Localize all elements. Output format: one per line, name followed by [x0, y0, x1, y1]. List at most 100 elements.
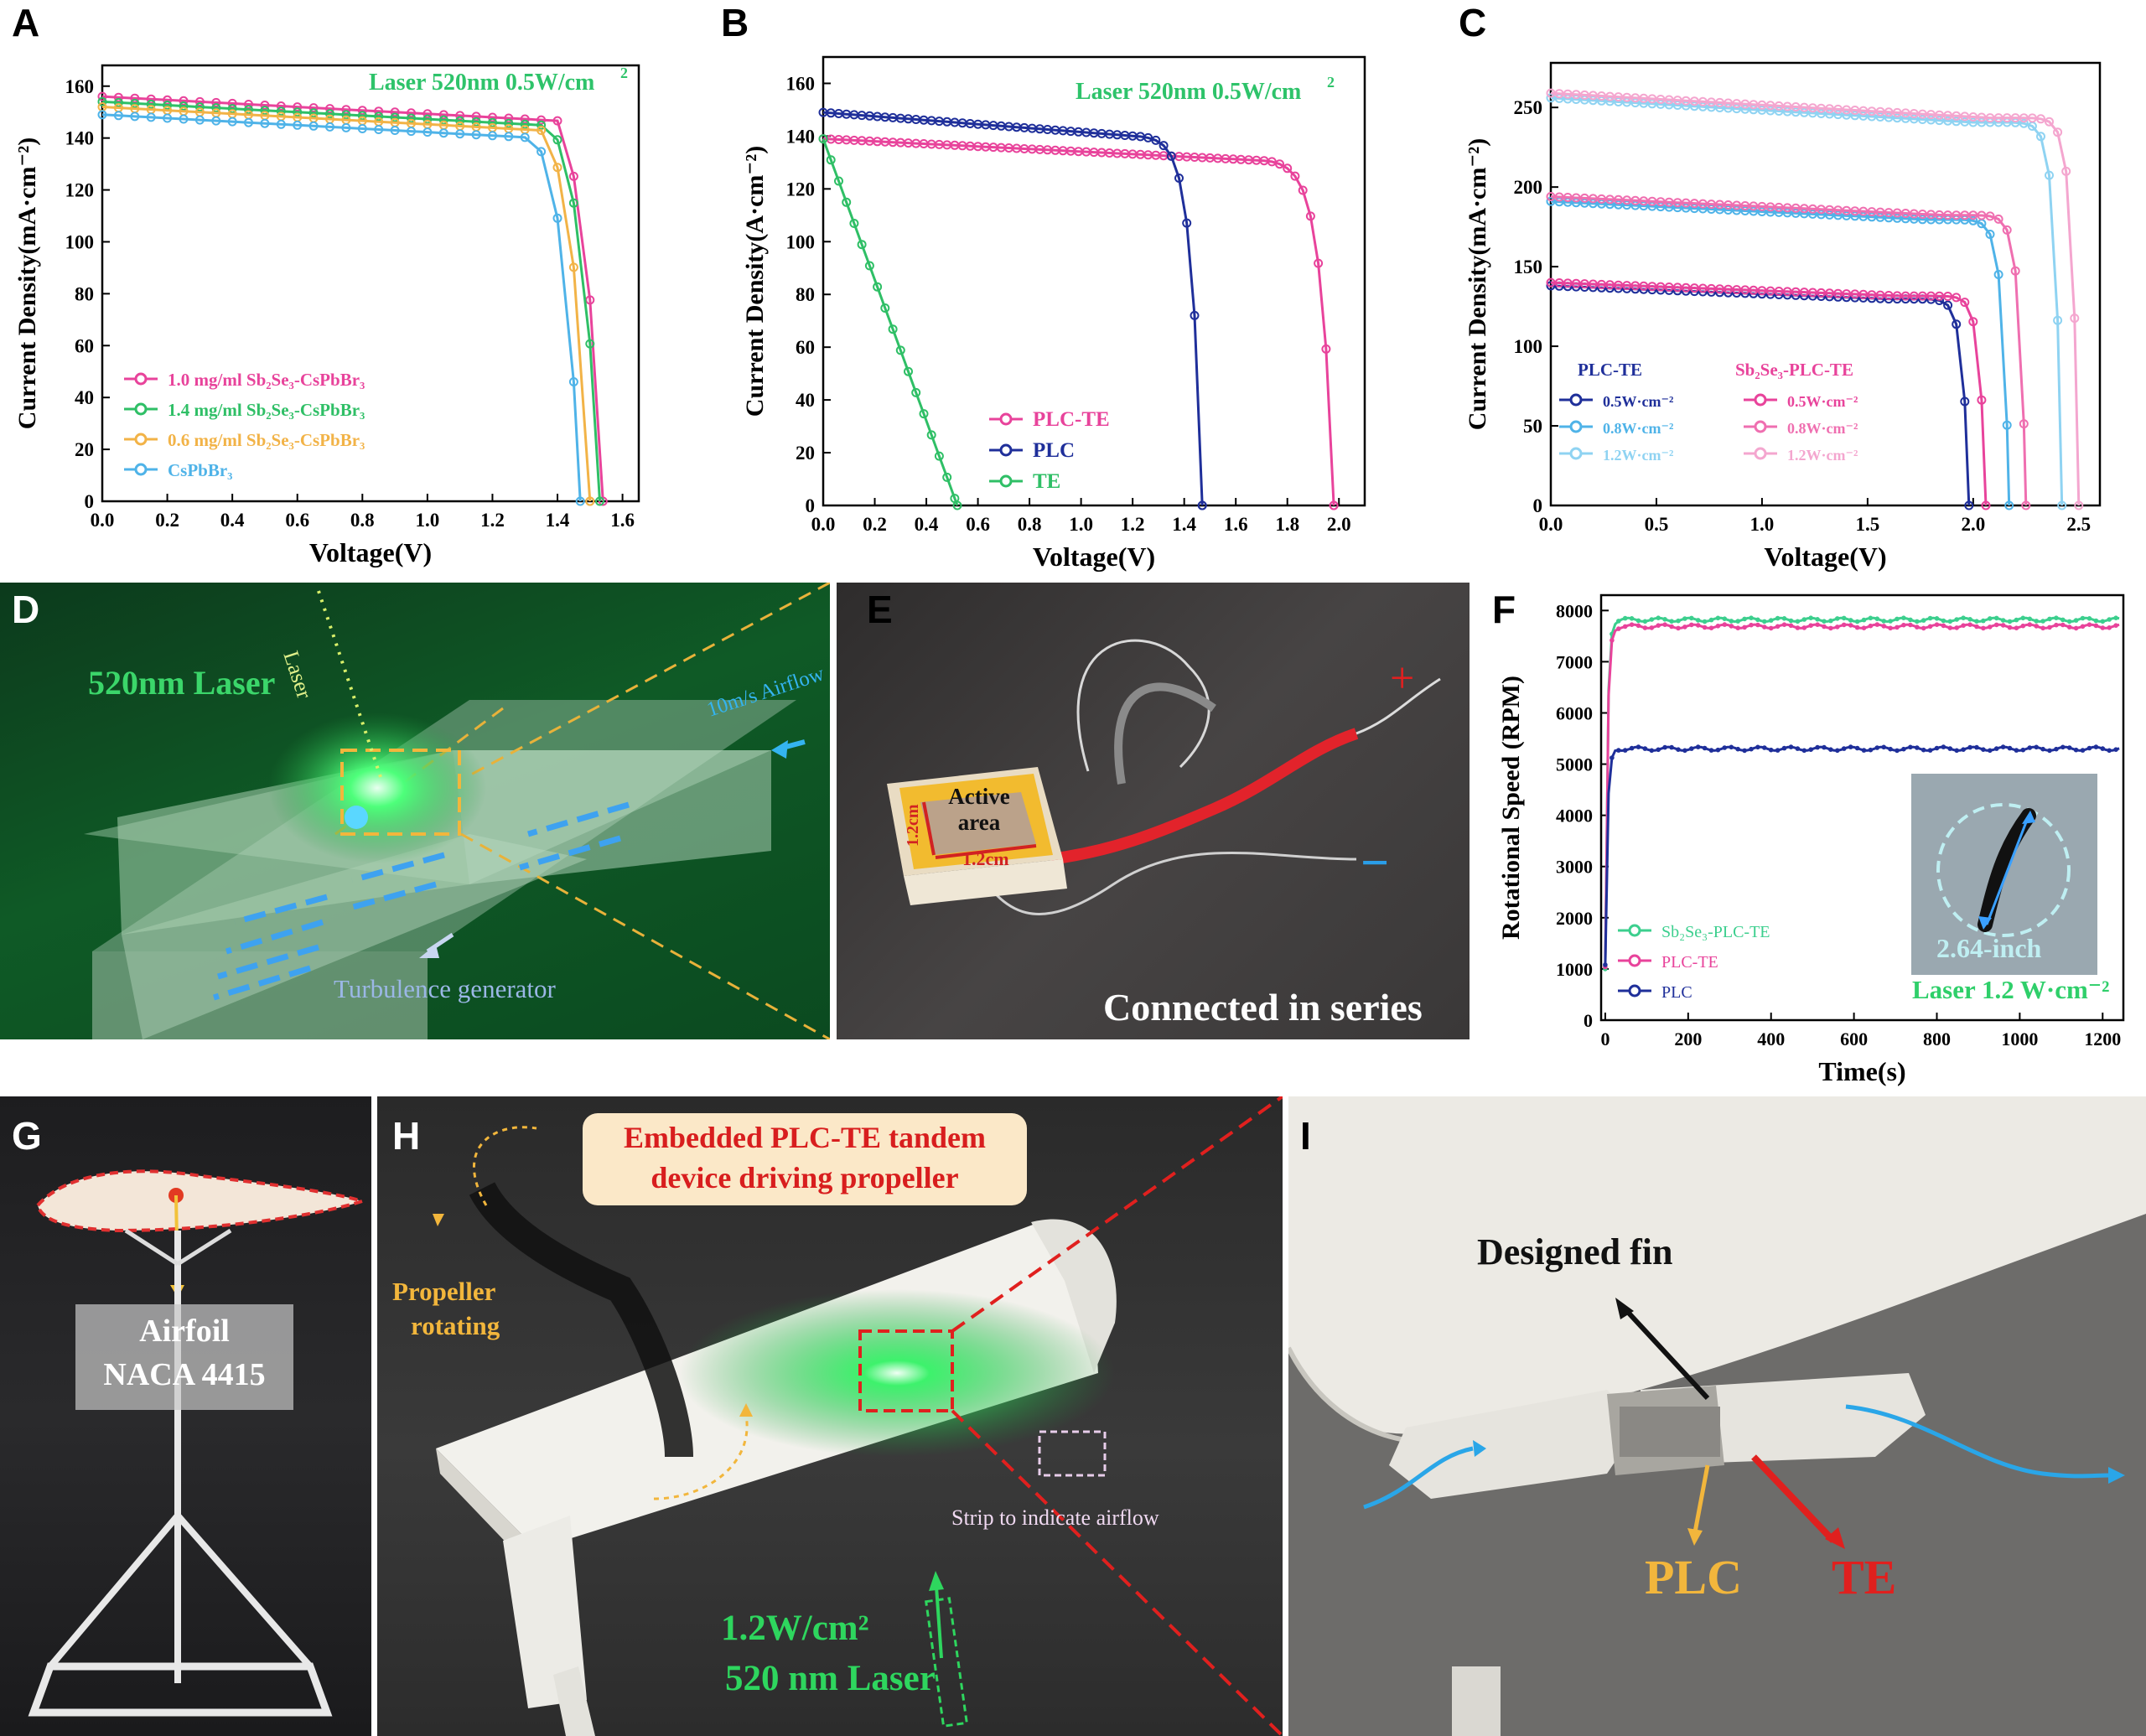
data-point [1749, 615, 1754, 620]
inset-propeller-photo: 2.64-inch [1911, 774, 2097, 975]
legend-marker [134, 372, 148, 386]
data-point [2002, 420, 2012, 430]
data-point [1788, 618, 1794, 624]
laser-intensity-line1: 1.2W/cm² [721, 1609, 869, 1648]
y-tick-label: 20 [796, 443, 815, 464]
data-point [1715, 200, 1724, 210]
active-area-label: Active area [948, 784, 1010, 835]
data-point [1740, 104, 1750, 114]
data-point [849, 219, 859, 228]
data-point [2060, 617, 2066, 623]
dimension-vertical-label: 1.2cm [904, 804, 922, 847]
data-point [1895, 616, 1900, 622]
data-point [2027, 616, 2033, 622]
data-point [1774, 101, 1784, 111]
data-point [1974, 619, 1979, 624]
data-point [1825, 210, 1834, 220]
legend-marker [1569, 447, 1583, 460]
data-point [2053, 127, 2063, 137]
data-point [1656, 747, 1661, 753]
data-point [2021, 500, 2031, 510]
data-point [1967, 617, 1972, 622]
data-point [1656, 623, 1661, 628]
data-point [2007, 745, 2013, 751]
series-line [822, 137, 1335, 506]
series-line [101, 100, 601, 502]
data-point [438, 110, 448, 120]
data-point [1649, 617, 1655, 622]
data-point [1874, 616, 1880, 621]
data-point [1799, 204, 1809, 214]
y-tick-label: 0 [1584, 1010, 1593, 1031]
x-tick-label: 1200 [2084, 1029, 2121, 1049]
data-point [1960, 298, 1970, 308]
data-point [1765, 202, 1775, 212]
data-point [2060, 622, 2066, 628]
data-point [1791, 102, 1801, 111]
data-point [585, 339, 595, 349]
data-point [341, 122, 351, 132]
title-callout-line1: Embedded PLC-TE tandem [623, 1121, 987, 1154]
data-point [842, 197, 852, 207]
data-point [163, 101, 173, 110]
data-point [1571, 90, 1581, 100]
data-point [1825, 104, 1834, 114]
data-point [1681, 198, 1691, 208]
data-point [1768, 618, 1774, 623]
data-point [211, 97, 221, 107]
data-point [1742, 748, 1747, 754]
data-point [1981, 747, 1986, 752]
data-point [1197, 500, 1207, 510]
x-axis-label: Voltage(V) [1033, 542, 1155, 572]
data-point [1884, 291, 1894, 300]
data-point [1791, 107, 1801, 117]
data-point [1629, 745, 1635, 751]
data-point [1801, 625, 1807, 630]
data-point [504, 132, 514, 142]
data-point [1630, 195, 1641, 205]
data-point [1888, 619, 1893, 624]
data-point [1968, 112, 1978, 122]
data-point [1799, 102, 1809, 112]
y-tick-label: 80 [75, 283, 94, 304]
data-point [1815, 617, 1820, 622]
data-point [1649, 748, 1655, 754]
data-point [880, 303, 890, 313]
data-point [1858, 111, 1869, 121]
data-point [2093, 744, 2099, 749]
data-point [1635, 618, 1641, 624]
data-point [1977, 395, 1987, 405]
data-point [1791, 208, 1801, 218]
data-point [1985, 113, 1995, 123]
data-point [873, 282, 883, 292]
data-point [1749, 746, 1754, 752]
data-point [2045, 117, 2054, 127]
data-point [2020, 747, 2026, 753]
data-point [568, 262, 578, 272]
data-point [1757, 286, 1767, 296]
data-point [1985, 211, 1995, 221]
data-point [1822, 624, 1827, 630]
data-point [1749, 100, 1759, 110]
data-point [325, 122, 334, 132]
data-point [1715, 284, 1724, 294]
data-point [1614, 194, 1624, 205]
data-point [2002, 113, 2012, 123]
data-point [2074, 500, 2084, 510]
x-tick-label: 1.2 [1121, 514, 1145, 535]
data-point [2066, 619, 2072, 624]
data-point [471, 130, 481, 140]
data-point [227, 98, 237, 108]
data-point [1588, 279, 1598, 289]
data-point [834, 176, 843, 186]
data-point [1854, 619, 1860, 624]
data-point [1960, 111, 1970, 122]
data-point [911, 387, 921, 397]
x-tick-label: 1.4 [1172, 514, 1196, 535]
data-point [1961, 623, 1966, 628]
data-point [1610, 638, 1615, 643]
data-point [1892, 213, 1902, 223]
data-point [163, 95, 173, 105]
data-point [1977, 210, 1987, 220]
data-point [1833, 210, 1843, 220]
